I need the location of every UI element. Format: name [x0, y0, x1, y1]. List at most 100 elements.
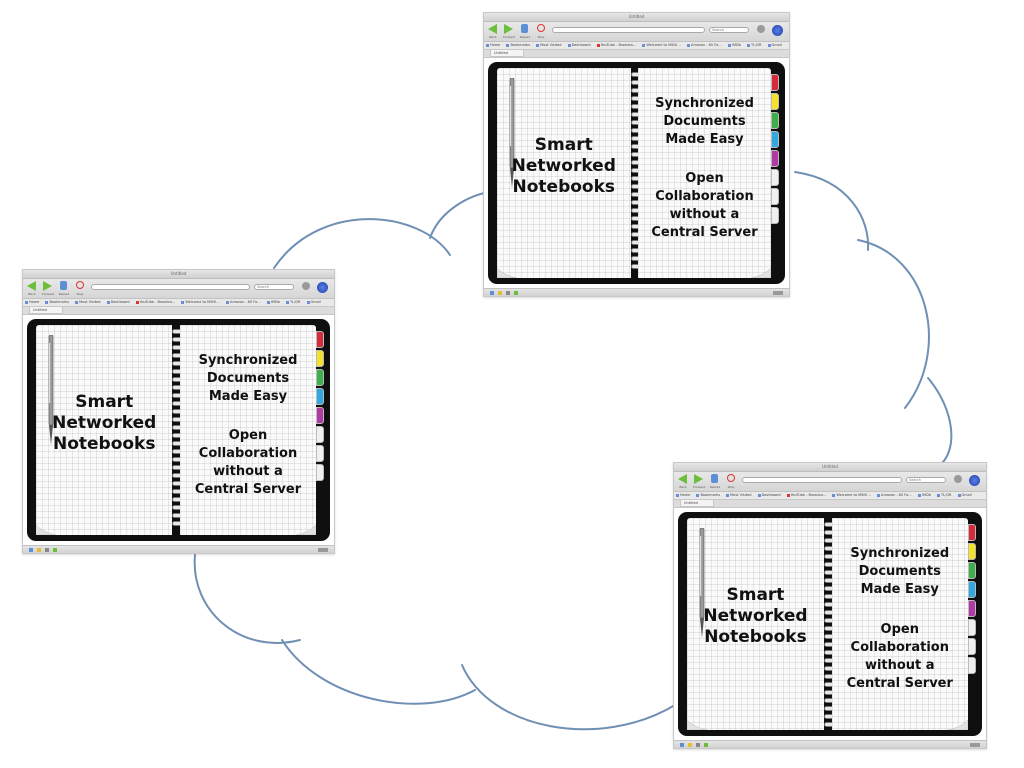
index-tab[interactable] — [968, 638, 976, 655]
tab-bar: Untitled — [484, 50, 789, 58]
bookmark-item[interactable]: Most Visited — [75, 300, 100, 304]
window-titlebar[interactable]: Untitled — [23, 270, 334, 279]
index-tab[interactable] — [316, 388, 324, 405]
bookmark-item[interactable]: Bookmarks — [45, 300, 69, 304]
bookmark-item[interactable]: Home — [25, 300, 39, 304]
search-field[interactable]: Search — [709, 27, 749, 33]
index-tab[interactable] — [968, 581, 976, 598]
bookmark-item[interactable]: YouTube - Broadca… — [786, 493, 826, 497]
notebook-title: Smart Networked Notebooks — [687, 585, 824, 648]
index-tab[interactable] — [316, 350, 324, 367]
feature-collaboration: Open Collaboration without a Central Ser… — [180, 427, 316, 499]
bookmark-item[interactable]: Welcome to MSN!… — [832, 493, 871, 497]
bookmark-item[interactable]: Dashboard — [567, 43, 591, 47]
gear-icon[interactable] — [302, 282, 310, 290]
index-tab[interactable] — [316, 331, 324, 348]
bookmark-item[interactable]: Home — [676, 493, 690, 497]
index-tab[interactable] — [771, 150, 779, 167]
gear-icon[interactable] — [757, 25, 765, 33]
index-tab[interactable] — [316, 445, 324, 462]
index-tab[interactable] — [316, 426, 324, 443]
window-titlebar[interactable]: Untitled — [484, 13, 789, 22]
index-tab[interactable] — [771, 169, 779, 186]
tab-bar: Untitled — [23, 307, 334, 315]
bookmark-item[interactable]: Gmail — [767, 43, 782, 47]
index-tab[interactable] — [968, 657, 976, 674]
bookmark-item[interactable]: Most Visited — [726, 493, 751, 497]
index-tab[interactable] — [968, 600, 976, 617]
back-label: Back — [489, 35, 497, 39]
pen-icon — [699, 528, 705, 638]
bookmark-item[interactable]: TL;DR — [937, 493, 951, 497]
resize-grip-icon[interactable] — [318, 547, 328, 552]
bookmarks-bar: Home Bookmarks Most Visited Dashboard Yo… — [23, 299, 334, 307]
bookmark-item[interactable]: Home — [486, 43, 500, 47]
cloud-arc-bottom-mid — [461, 664, 676, 731]
bookmark-item[interactable]: Gmail — [306, 300, 321, 304]
bookmark-item[interactable]: IMDb — [727, 43, 741, 47]
search-field[interactable]: Search — [254, 284, 294, 290]
reload-button[interactable]: Reload — [59, 281, 69, 296]
bookmark-item[interactable]: Welcome to MSN!… — [181, 300, 220, 304]
index-tab[interactable] — [771, 74, 779, 91]
address-bar[interactable] — [742, 477, 902, 483]
back-button[interactable]: Back — [488, 24, 498, 39]
bookmark-item[interactable]: TL;DR — [747, 43, 761, 47]
address-bar[interactable] — [91, 284, 250, 290]
index-tab[interactable] — [771, 207, 779, 224]
index-tab[interactable] — [316, 369, 324, 386]
bookmark-item[interactable]: Welcome to MSN!… — [642, 43, 681, 47]
forward-button[interactable]: Forward — [693, 474, 705, 489]
status-icon — [688, 742, 692, 747]
bookmark-item[interactable]: IMDb — [266, 300, 280, 304]
gear-icon[interactable] — [954, 475, 962, 483]
index-tab[interactable] — [771, 131, 779, 148]
stop-button[interactable]: Stop — [726, 474, 736, 489]
forward-label: Forward — [692, 485, 706, 489]
index-tab[interactable] — [316, 407, 324, 424]
back-button[interactable]: Back — [27, 281, 37, 296]
bookmark-item[interactable]: YouTube - Broadca… — [596, 43, 636, 47]
tab-untitled[interactable]: Untitled — [490, 50, 524, 57]
index-tab[interactable] — [771, 188, 779, 205]
forward-arrow-icon — [504, 24, 513, 34]
bookmark-item[interactable]: YouTube - Broadca… — [135, 300, 175, 304]
bookmark-item[interactable]: TL;DR — [286, 300, 300, 304]
bookmark-item[interactable]: Dashboard — [106, 300, 130, 304]
bookmark-item[interactable]: Most Visited — [536, 43, 561, 47]
index-tab[interactable] — [316, 464, 324, 481]
bookmark-item[interactable]: Bookmarks — [696, 493, 720, 497]
bookmark-item[interactable]: Bookmarks — [506, 43, 530, 47]
resize-grip-icon[interactable] — [773, 290, 783, 295]
tab-untitled[interactable]: Untitled — [29, 307, 63, 314]
reload-button[interactable]: Reload — [710, 474, 720, 489]
forward-button[interactable]: Forward — [503, 24, 515, 39]
index-tab[interactable] — [771, 112, 779, 129]
stop-button[interactable]: Stop — [75, 281, 85, 296]
index-tab[interactable] — [968, 524, 976, 541]
feature-line: Synchronized — [655, 96, 754, 111]
window-titlebar[interactable]: Untitled — [674, 463, 986, 472]
index-tab[interactable] — [968, 562, 976, 579]
title-line: Smart — [534, 135, 593, 155]
bookmark-item[interactable]: Amazon - 60 Fo… — [226, 300, 261, 304]
bookmark-item[interactable]: Gmail — [957, 493, 972, 497]
resize-grip-icon[interactable] — [970, 742, 980, 747]
status-icon — [490, 290, 494, 295]
cloud-arc-right-mid — [927, 377, 953, 466]
tab-untitled[interactable]: Untitled — [680, 500, 714, 507]
back-button[interactable]: Back — [678, 474, 688, 489]
bookmark-item[interactable]: IMDb — [917, 493, 931, 497]
notebook-tabs — [771, 74, 780, 226]
bookmark-item[interactable]: Dashboard — [757, 493, 781, 497]
search-field[interactable]: Search — [906, 477, 946, 483]
index-tab[interactable] — [771, 93, 779, 110]
stop-button[interactable]: Stop — [536, 24, 546, 39]
forward-button[interactable]: Forward — [42, 281, 54, 296]
address-bar[interactable] — [552, 27, 705, 33]
index-tab[interactable] — [968, 619, 976, 636]
bookmark-item[interactable]: Amazon - 60 Fo… — [687, 43, 722, 47]
reload-button[interactable]: Reload — [520, 24, 530, 39]
bookmark-item[interactable]: Amazon - 60 Fo… — [877, 493, 912, 497]
index-tab[interactable] — [968, 543, 976, 560]
